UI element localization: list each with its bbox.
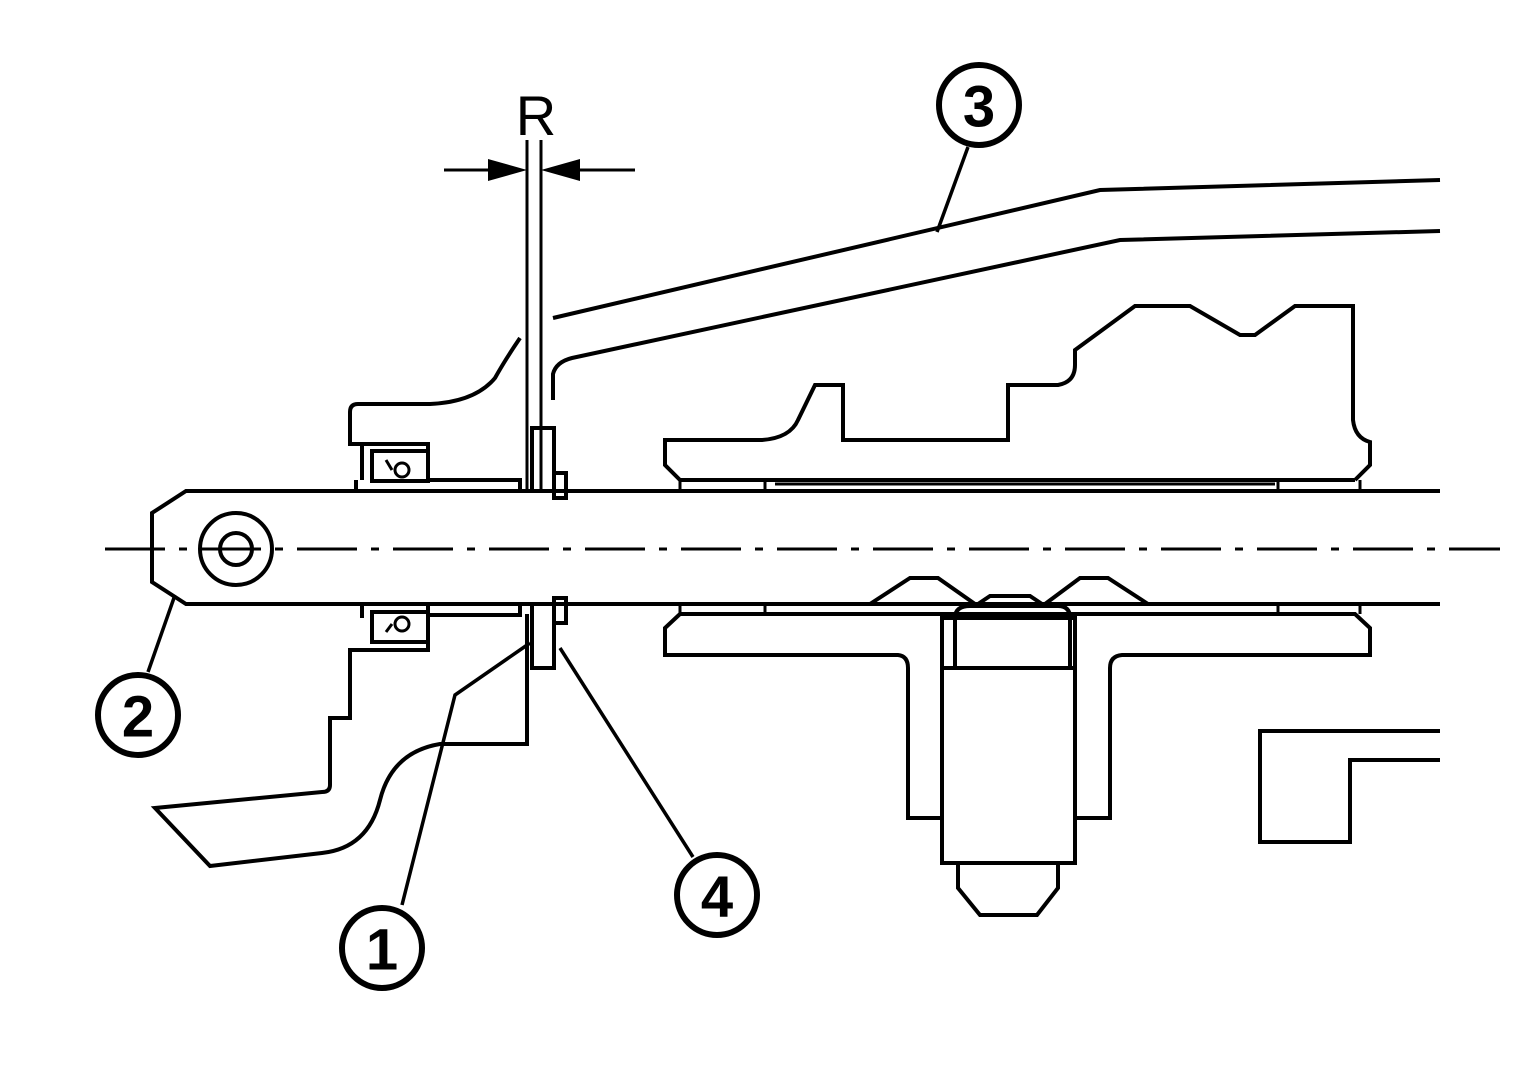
callout-3-label: 3 — [963, 75, 995, 140]
upper-gear-body — [663, 304, 1372, 491]
lower-left-housing — [150, 604, 529, 869]
leader-1 — [400, 641, 531, 906]
lower-gear-body — [663, 576, 1372, 917]
lower-right-bracket — [1258, 729, 1440, 844]
leader-2 — [146, 594, 177, 673]
upper-snap-ring — [530, 426, 568, 500]
callout-2: 2 — [95, 672, 181, 758]
dimension-r: R — [444, 84, 635, 490]
dimension-label: R — [516, 84, 556, 147]
callout-1-label: 1 — [366, 918, 398, 983]
leader-3 — [935, 146, 970, 233]
callout-4-label: 4 — [701, 865, 733, 930]
main-shaft — [150, 489, 1440, 606]
leader-4 — [558, 647, 695, 858]
callout-1: 1 — [339, 905, 425, 991]
case-housing — [551, 178, 1441, 400]
callout-4: 4 — [674, 852, 760, 938]
callout-3: 3 — [936, 62, 1022, 148]
upper-left-housing — [348, 336, 522, 491]
callout-2-label: 2 — [122, 685, 154, 750]
lower-snap-ring — [530, 596, 568, 670]
